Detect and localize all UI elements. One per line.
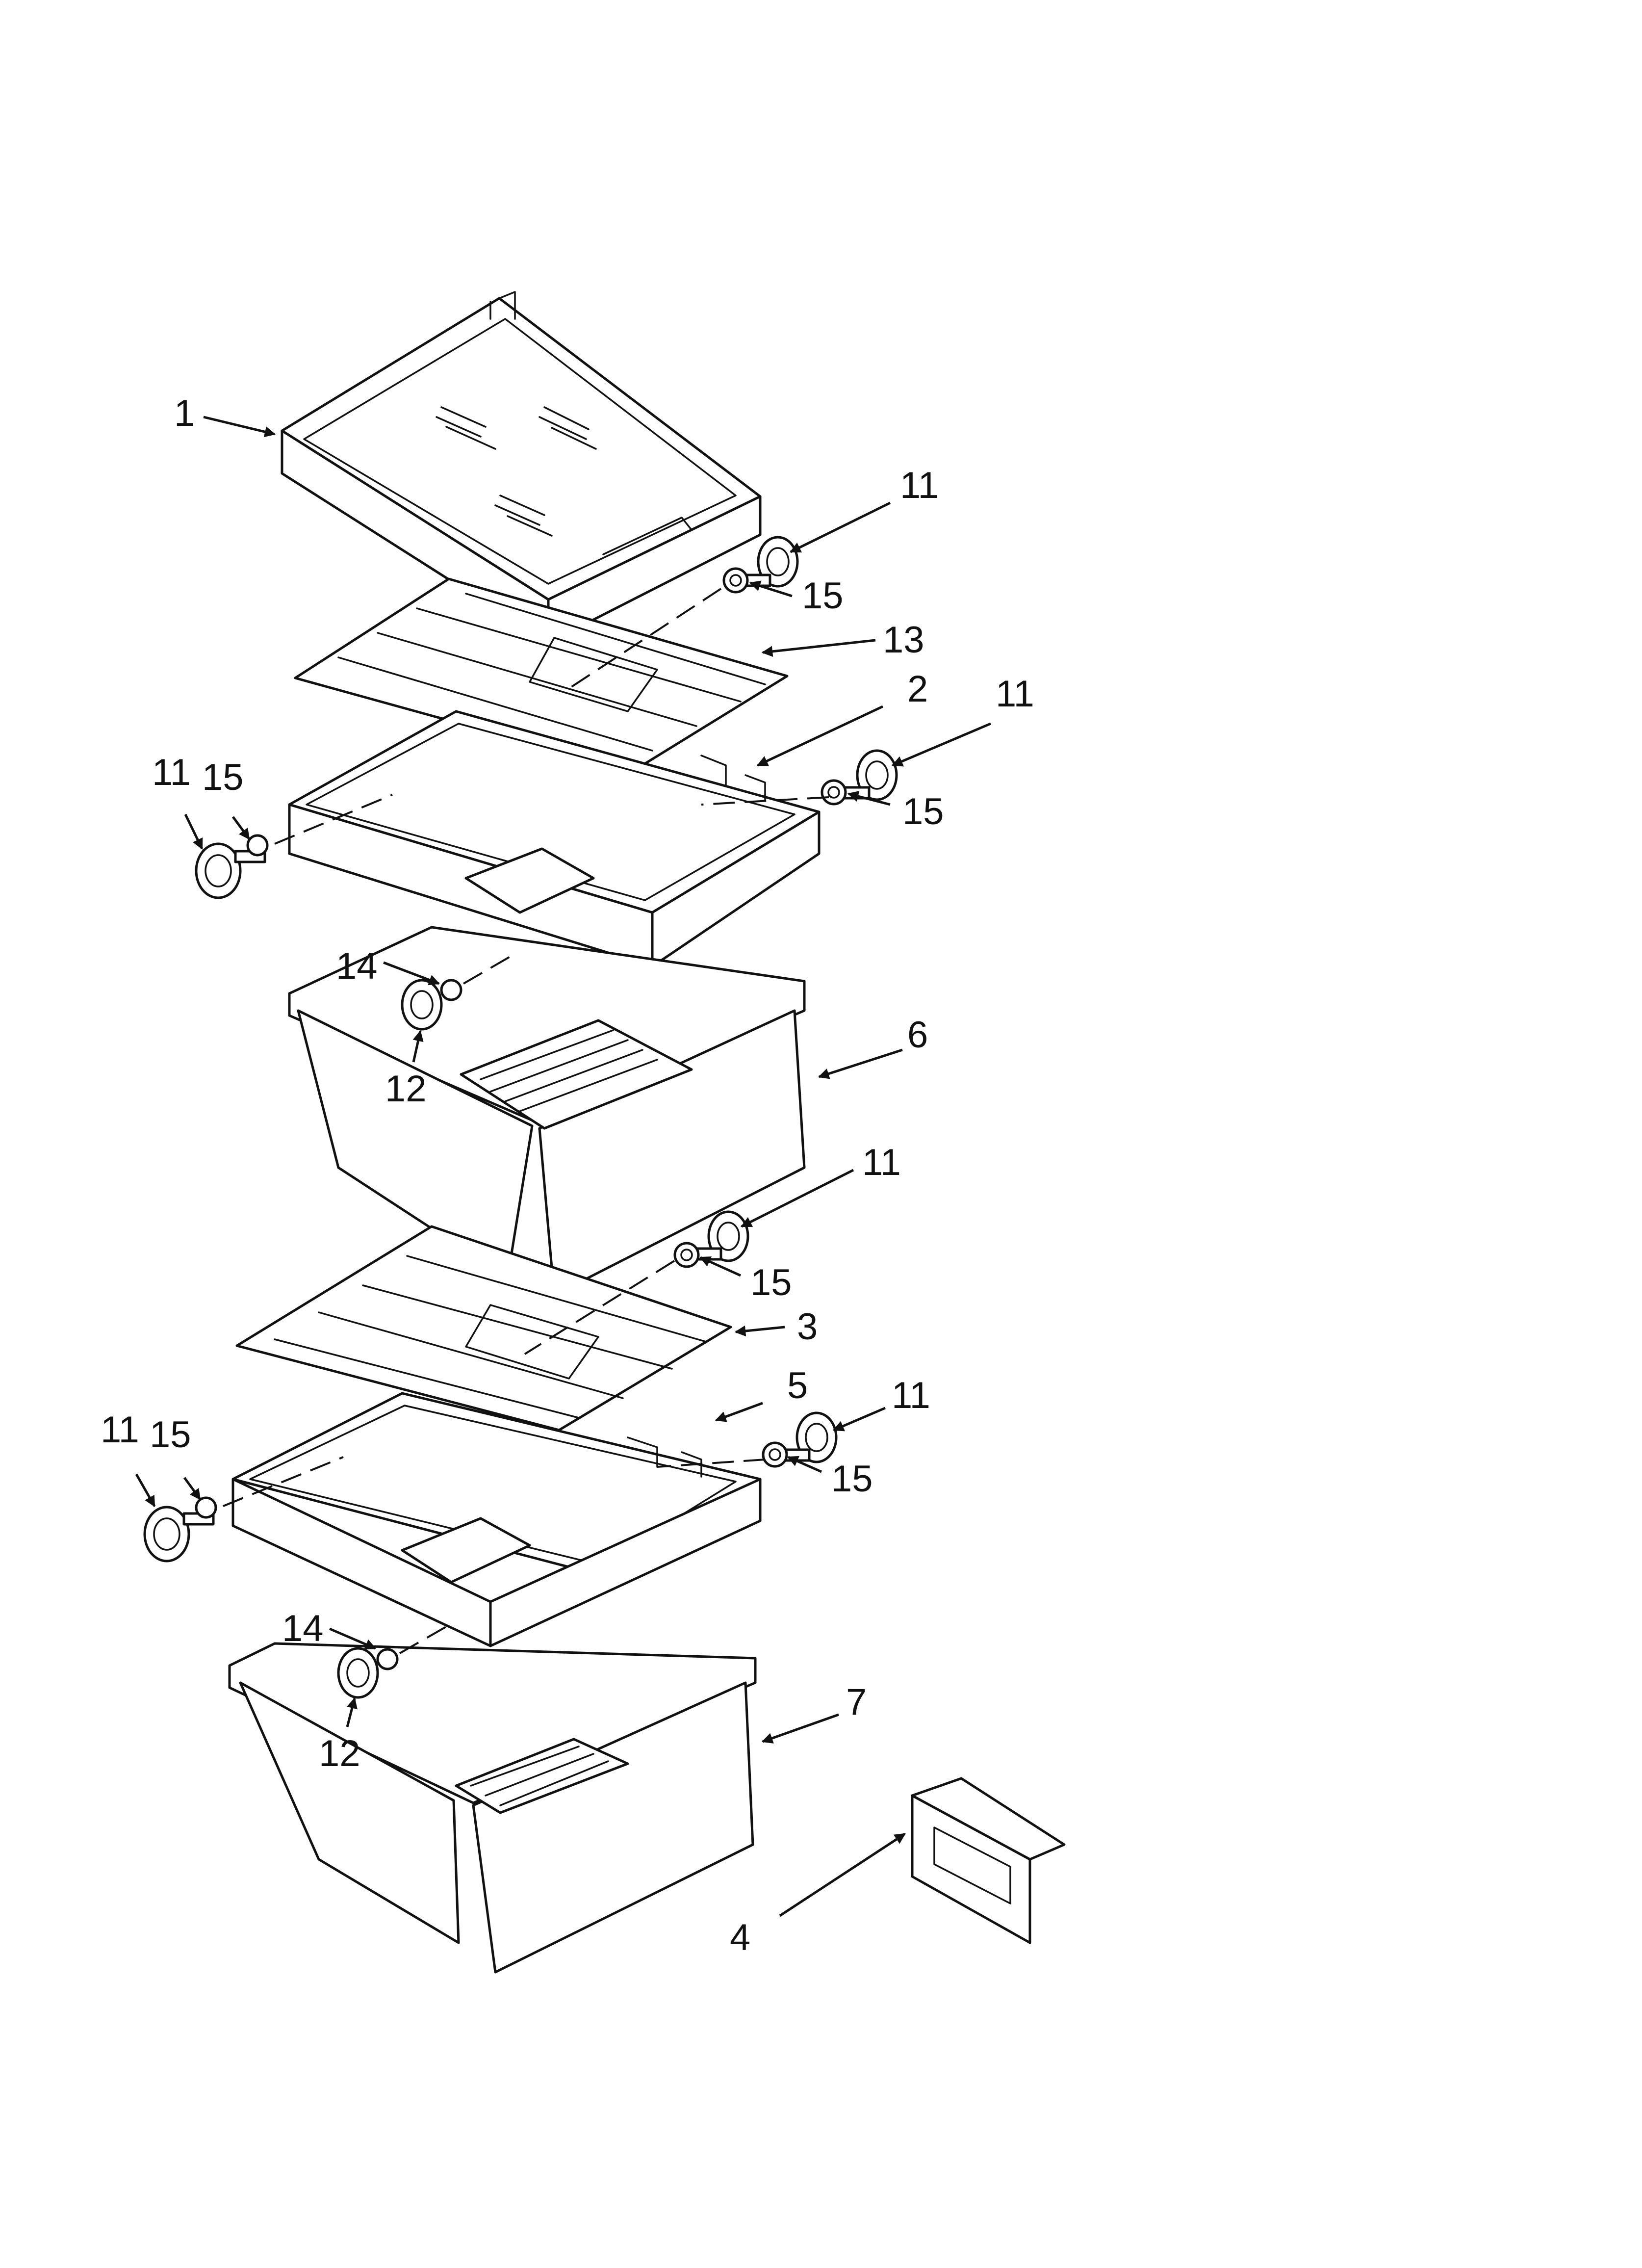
callout-11: 11 (996, 673, 1034, 715)
callout-11: 11 (900, 465, 939, 506)
crisper-frame-part-5 (231, 1392, 762, 1647)
callout-15: 15 (202, 756, 244, 798)
callout-4: 4 (730, 1917, 750, 1958)
screw-14a (440, 979, 462, 1001)
wheel-12a (401, 979, 443, 1031)
callout-15: 15 (150, 1414, 191, 1456)
callout-12: 12 (319, 1733, 360, 1774)
wheel-11e (778, 1411, 838, 1463)
callout-15: 15 (802, 575, 844, 617)
callout-5: 5 (787, 1365, 808, 1407)
callout-1: 1 (174, 392, 195, 434)
wheel-11c (195, 842, 266, 899)
wheel-11a (739, 536, 799, 588)
screw-15b (821, 779, 847, 806)
screw-14b (376, 1648, 399, 1670)
callout-3: 3 (797, 1306, 818, 1348)
shelf-part-1 (281, 291, 762, 644)
callout-15: 15 (750, 1262, 792, 1303)
callout-13: 13 (883, 619, 924, 661)
callout-14: 14 (336, 945, 378, 987)
callout-11: 11 (892, 1375, 930, 1416)
callout-7: 7 (846, 1681, 867, 1723)
callout-11: 11 (862, 1142, 901, 1183)
glass-glare-marks (436, 406, 597, 537)
screw-15a (722, 567, 749, 594)
callout-11: 11 (152, 752, 191, 793)
screw-15d (673, 1242, 700, 1268)
callout-14: 14 (282, 1608, 324, 1649)
crisper-frame-part-2 (288, 710, 821, 968)
screw-15c (246, 834, 269, 857)
crisper-drawer-part-7 (228, 1642, 757, 1974)
callout-11: 11 (101, 1409, 139, 1451)
leader-lines (135, 416, 991, 1917)
wheel-11b (838, 749, 898, 801)
callout-12: 12 (385, 1068, 427, 1110)
wheel-12b (337, 1647, 379, 1699)
hardware (143, 536, 898, 1699)
screw-15e (762, 1441, 788, 1468)
callout-15: 15 (902, 791, 944, 833)
crisper-cover-part-3 (235, 1225, 732, 1432)
screw-15f (195, 1496, 217, 1519)
wheel-11d (690, 1210, 749, 1262)
callout-6: 6 (907, 1014, 928, 1056)
callout-15: 15 (831, 1458, 873, 1500)
callout-numbers: 1 11 15 13 2 11 15 11 15 14 12 6 11 15 3… (101, 392, 1034, 1958)
assembly-lines (223, 588, 829, 1654)
callout-2: 2 (907, 668, 928, 710)
badge-part-4 (911, 1777, 1066, 1944)
